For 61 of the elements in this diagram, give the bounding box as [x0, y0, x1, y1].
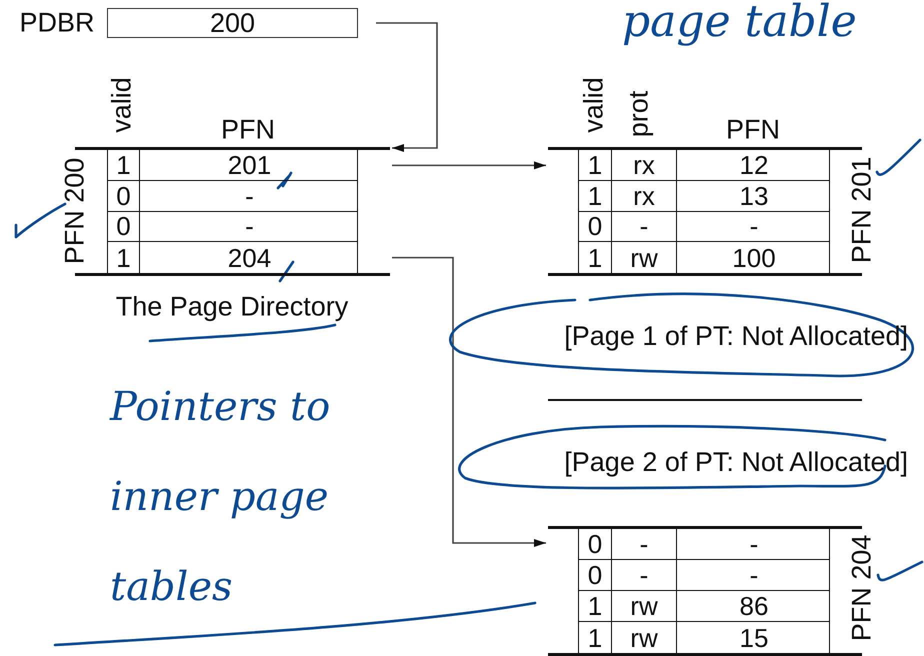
frame-number: -	[676, 212, 831, 242]
register-name: PDBR	[20, 10, 94, 36]
valid-bit: 0	[115, 180, 132, 210]
frame-number-label: PFN 200	[62, 158, 88, 264]
table-row	[578, 622, 830, 653]
protection-flags: rw	[611, 591, 676, 621]
protection-flags: rx	[611, 180, 676, 210]
frame-number: -	[139, 212, 359, 242]
frame-number: 13	[676, 180, 831, 210]
valid-bit: 0	[586, 560, 604, 590]
frame-number-label: PFN 204	[848, 534, 876, 642]
table-row	[578, 529, 830, 560]
table-row	[578, 212, 830, 242]
register-field: 200	[107, 8, 358, 38]
valid-bit: 1	[115, 150, 132, 180]
table-row	[578, 591, 830, 622]
arrow	[392, 256, 546, 547]
protection-flags: rw	[611, 242, 676, 273]
table-caption: The Page Directory	[116, 294, 348, 320]
frame-number: -	[676, 529, 831, 559]
frame-number: 15	[676, 622, 831, 653]
frame-number: -	[676, 560, 831, 590]
frame-number: 86	[676, 591, 831, 621]
frame-number: -	[139, 180, 359, 210]
valid-bit: 1	[586, 242, 604, 273]
column-header: PFN	[221, 116, 275, 144]
table-row	[107, 150, 358, 181]
valid-bit: 0	[586, 212, 604, 242]
column-header: PFN	[726, 116, 780, 144]
handwritten-note: Pointers to inner page tables	[110, 383, 332, 612]
protection-flags: rx	[611, 150, 676, 180]
table-row	[578, 180, 830, 212]
protection-flags: -	[611, 529, 676, 559]
valid-bit: 0	[115, 212, 132, 242]
handwritten-note: page table	[622, 0, 858, 49]
column-header: valid	[108, 77, 136, 133]
frame-number: 100	[676, 242, 831, 273]
arrow	[376, 22, 438, 152]
frame-number: 12	[676, 150, 831, 180]
valid-bit: 1	[586, 622, 604, 653]
unallocated-page-note: [Page 2 of PT: Not Allocated]	[470, 449, 908, 483]
protection-flags: -	[611, 212, 676, 242]
table-row	[578, 560, 830, 591]
protection-flags: rw	[611, 622, 676, 653]
table-row	[578, 242, 830, 273]
valid-bit: 1	[115, 242, 132, 273]
valid-bit: 1	[586, 180, 604, 210]
valid-bit: 1	[586, 150, 604, 180]
column-header: prot	[626, 90, 652, 138]
valid-bit: 0	[586, 529, 604, 559]
frame-number: 204	[139, 242, 359, 273]
arrow	[392, 161, 546, 170]
table-row	[107, 212, 358, 242]
frame-number: 201	[139, 150, 359, 180]
table-row	[578, 150, 830, 181]
valid-bit: 1	[586, 591, 604, 621]
unallocated-page-note: [Page 1 of PT: Not Allocated]	[470, 323, 908, 357]
protection-flags: -	[611, 560, 676, 590]
column-header: valid	[580, 77, 608, 133]
table-row	[107, 180, 358, 212]
frame-number-label: PFN 201	[848, 156, 876, 264]
